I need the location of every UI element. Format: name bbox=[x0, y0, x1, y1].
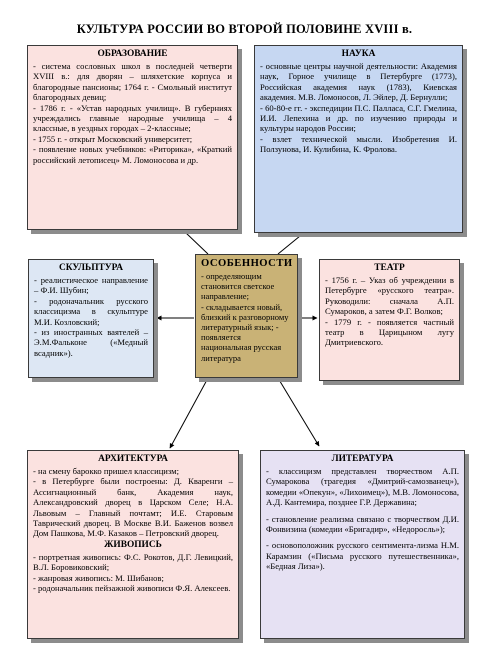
skulptura-line: - родоначальник русского классицизма в с… bbox=[34, 295, 148, 327]
arhitektura-box: АРХИТЕКТУРА - на смену барокко пришел кл… bbox=[27, 450, 239, 639]
arrow-to-arhitektura bbox=[169, 377, 209, 449]
skulptura-header: СКУЛЬПТУРА bbox=[59, 263, 123, 273]
skulptura-line: - реалистическое направление – Ф.И. Шуби… bbox=[34, 275, 148, 296]
obrazovanie-line: - 1755 г. - открыт Московский университе… bbox=[33, 133, 193, 144]
obrazovanie-header: ОБРАЗОВАНИЕ bbox=[97, 49, 168, 59]
literatura-line: - основоположник русского сентимента-лиз… bbox=[266, 540, 459, 572]
nauka-line: - основные центры научной деятельности: … bbox=[260, 61, 457, 103]
osobennosti-line: - определяющим становится светское напра… bbox=[201, 271, 275, 302]
teatr-line: - 1779 г. - появляется частный театр в Ц… bbox=[325, 316, 454, 348]
obrazovanie-line: - 1786 г. - «Устав народных училищ». В г… bbox=[33, 102, 232, 134]
teatr-line: - 1756 г. – Указ об учреждении в Петербу… bbox=[325, 275, 454, 317]
zhivopis-header: ЖИВОПИСЬ bbox=[104, 539, 162, 550]
nauka-box: НАУКА - основные центры научной деятельн… bbox=[254, 45, 463, 233]
obrazovanie-line: - появление новых учебников: «Риторика»,… bbox=[33, 144, 232, 165]
page-title: КУЛЬТУРА РОССИИ ВО ВТОРОЙ ПОЛОВИНЕ XVIII… bbox=[76, 22, 413, 36]
teatr-box: ТЕАТР - 1756 г. – Указ об учреждении в П… bbox=[319, 259, 460, 381]
skulptura-line: - из иностранных ваятелей – Э.М.Фальконе… bbox=[34, 327, 148, 358]
teatr-header: ТЕАТР bbox=[374, 263, 405, 273]
nauka-header: НАУКА bbox=[341, 49, 376, 59]
obrazovanie-line: - система сословных школ в последней чет… bbox=[33, 61, 232, 103]
arhitektura-line: - на смену барокко пришел классицизм; bbox=[33, 466, 179, 476]
zhivopis-line: - родоначальник пейзажной живописи Ф.Я. … bbox=[33, 583, 231, 594]
literatura-header: ЛИТЕРАТУРА bbox=[331, 454, 394, 464]
arrow-to-literatura bbox=[277, 377, 320, 447]
literatura-box: ЛИТЕРАТУРА - классицизм представлен твор… bbox=[260, 450, 465, 639]
osobennosti-box: ОСОБЕННОСТИ - определяющим становится св… bbox=[195, 254, 298, 378]
zhivopis-line: - портретная живопись: Ф.С. Рокотов, Д.Г… bbox=[33, 551, 233, 573]
arhitektura-line: - в Петербурге были построены: Д. Кварен… bbox=[33, 476, 233, 539]
nauka-line: - взлет технической мысли. Изобретения И… bbox=[260, 133, 457, 155]
literatura-line: - классицизм представлен творчеством А.П… bbox=[266, 466, 459, 508]
arhitektura-header: АРХИТЕКТУРА bbox=[98, 454, 168, 464]
nauka-line: - 60-80-е гг. - экспедиции П.С. Палласа,… bbox=[260, 102, 457, 134]
obrazovanie-box: ОБРАЗОВАНИЕ - система сословных школ в п… bbox=[27, 45, 238, 230]
zhivopis-line: - жанровая живопись: М. Шибанов; bbox=[33, 572, 164, 583]
skulptura-box: СКУЛЬПТУРА - реалистическое направление … bbox=[28, 259, 154, 378]
osobennosti-line: - складывается новый, близкий к разговор… bbox=[201, 301, 289, 363]
osobennosti-header: ОСОБЕННОСТИ bbox=[201, 258, 293, 269]
literatura-line: - становление реализма связано с творчес… bbox=[266, 513, 459, 535]
